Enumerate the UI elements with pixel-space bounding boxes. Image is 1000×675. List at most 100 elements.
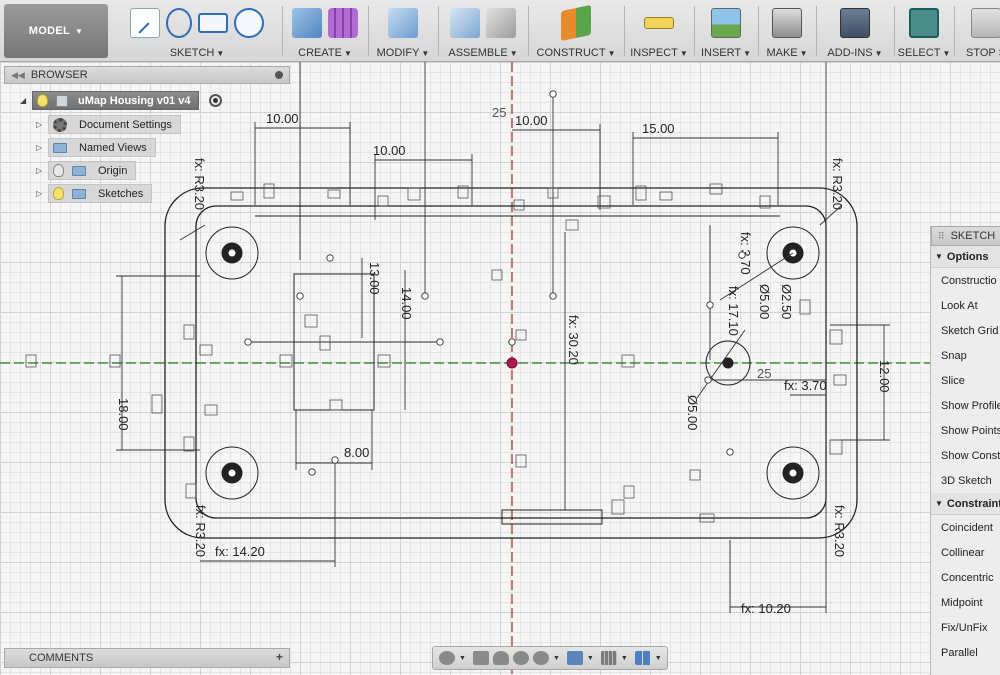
- drag-handle-icon[interactable]: ⠿: [938, 230, 945, 241]
- sketch-menu[interactable]: SKETCH▼: [114, 0, 280, 61]
- browser-item-origin[interactable]: ▷ Origin: [36, 161, 137, 180]
- mount-hole-bottom-right[interactable]: [766, 446, 820, 500]
- palette-option-slice[interactable]: Slice: [931, 368, 1000, 393]
- dimension-label[interactable]: 15.00: [642, 121, 675, 136]
- create-menu[interactable]: CREATE▼: [284, 0, 366, 61]
- browser-header[interactable]: ◀◀ BROWSER: [4, 66, 290, 84]
- expand-right-icon[interactable]: ▷: [36, 189, 43, 198]
- dimension-label[interactable]: 10.00: [515, 113, 548, 128]
- comments-header[interactable]: COMMENTS +: [4, 648, 290, 668]
- offset-plane-icon[interactable]: [561, 4, 591, 42]
- dimension-label[interactable]: fx: R3.20: [830, 158, 845, 210]
- create-sketch-icon[interactable]: [130, 8, 160, 38]
- 3d-print-icon[interactable]: [772, 8, 802, 38]
- rectangle-tool-icon[interactable]: [198, 13, 228, 33]
- dimension-label[interactable]: fx: 14.20: [215, 544, 265, 559]
- browser-item-sketches[interactable]: ▷ Sketches: [36, 184, 153, 203]
- dimension-label[interactable]: fx: R3.20: [192, 158, 207, 210]
- browser-item-named-views[interactable]: ▷ Named Views: [36, 138, 156, 157]
- select-menu[interactable]: SELECT▼: [896, 0, 952, 61]
- center-hole-right[interactable]: [705, 340, 751, 386]
- expand-down-icon[interactable]: ▼: [935, 252, 943, 261]
- select-icon[interactable]: [909, 8, 939, 38]
- dimension-label[interactable]: Ø5.00: [685, 395, 700, 430]
- expand-right-icon[interactable]: ▷: [36, 143, 43, 152]
- insert-image-icon[interactable]: [711, 8, 741, 38]
- chevron-down-icon[interactable]: ▼: [654, 654, 662, 662]
- sketch-canvas[interactable]: 10.00 10.00 10.00 15.00 13.00 14.00 8.00…: [0, 62, 1000, 675]
- options-section-header[interactable]: ▼ Options: [931, 246, 1000, 268]
- add-ins-menu[interactable]: ADD-INS▼: [818, 0, 892, 61]
- constraint-collinear[interactable]: Collinear: [931, 540, 1000, 565]
- new-component-icon[interactable]: [450, 8, 480, 38]
- dimension-label[interactable]: fx: R3.20: [832, 505, 847, 557]
- palette-option-snap[interactable]: Snap: [931, 343, 1000, 368]
- constraint-midpoint[interactable]: Midpoint: [931, 590, 1000, 615]
- palette-option-show-constraints[interactable]: Show Const: [931, 443, 1000, 468]
- chevron-down-icon[interactable]: ▼: [552, 654, 560, 662]
- dimension-label[interactable]: fx: 30.20: [566, 315, 581, 365]
- visibility-bulb-icon[interactable]: [37, 94, 48, 107]
- mount-hole-top-left[interactable]: [205, 226, 259, 280]
- chevron-down-icon[interactable]: ▼: [586, 654, 594, 662]
- chevron-down-icon[interactable]: ▼: [459, 654, 466, 662]
- joint-icon[interactable]: [486, 8, 516, 38]
- dimension-label[interactable]: fx: R3.20: [193, 505, 208, 557]
- palette-option-construction[interactable]: Constructio: [931, 268, 1000, 293]
- dimension-label[interactable]: 25: [757, 366, 771, 381]
- dimension-label[interactable]: 13.00: [367, 262, 382, 295]
- dimension-label[interactable]: 10.00: [266, 111, 299, 126]
- dimension-label[interactable]: fx: 17.10: [726, 286, 741, 336]
- palette-option-look-at[interactable]: Look At: [931, 293, 1000, 318]
- assemble-menu[interactable]: ASSEMBLE▼: [440, 0, 526, 61]
- constraint-concentric[interactable]: Concentric: [931, 565, 1000, 590]
- modify-menu[interactable]: MODIFY▼: [370, 0, 436, 61]
- dimension-label[interactable]: Ø2.50: [779, 284, 794, 319]
- look-at-icon[interactable]: [472, 651, 489, 665]
- inspect-menu[interactable]: INSPECT▼: [626, 0, 692, 61]
- grid-settings-icon[interactable]: [600, 651, 617, 665]
- orbit-icon[interactable]: [439, 651, 455, 665]
- workspace-mode-button[interactable]: MODEL ▼: [4, 4, 108, 58]
- mount-hole-bottom-left[interactable]: [205, 446, 259, 500]
- expand-right-icon[interactable]: ▷: [36, 166, 43, 175]
- construct-menu[interactable]: CONSTRUCT▼: [530, 0, 622, 61]
- dimension-label[interactable]: Ø5.00: [757, 284, 772, 319]
- dimension-label[interactable]: 25: [492, 105, 506, 120]
- palette-option-sketch-grid[interactable]: Sketch Grid: [931, 318, 1000, 343]
- zoom-icon[interactable]: [512, 651, 529, 665]
- display-settings-icon[interactable]: [566, 651, 583, 665]
- zoom-window-icon[interactable]: [532, 651, 549, 665]
- dimension-label[interactable]: 10.00: [373, 143, 406, 158]
- pan-hand-icon[interactable]: [492, 651, 509, 665]
- collapse-icon[interactable]: ◀◀: [11, 69, 25, 80]
- visibility-bulb-icon[interactable]: [53, 164, 64, 177]
- dimension-label[interactable]: fx: 10.20: [741, 601, 791, 616]
- insert-menu[interactable]: INSERT▼: [696, 0, 756, 61]
- extrude-icon[interactable]: [292, 8, 322, 38]
- press-pull-icon[interactable]: [388, 8, 418, 38]
- constraint-coincident[interactable]: Coincident: [931, 515, 1000, 540]
- measure-icon[interactable]: [644, 17, 674, 29]
- dimension-label[interactable]: 18.00: [116, 398, 131, 431]
- line-tool-icon[interactable]: [166, 8, 192, 38]
- add-comment-icon[interactable]: +: [275, 650, 283, 664]
- scripts-icon[interactable]: [840, 8, 870, 38]
- dimension-label[interactable]: fx: 3.70: [784, 378, 827, 393]
- palette-option-show-points[interactable]: Show Points: [931, 418, 1000, 443]
- dimension-label[interactable]: fx: 3.70: [738, 232, 753, 275]
- sketch-palette-header[interactable]: ⠿ SKETCH: [931, 226, 1000, 246]
- constraint-parallel[interactable]: Parallel: [931, 640, 1000, 665]
- circle-tool-icon[interactable]: [234, 8, 264, 38]
- expand-down-icon[interactable]: ▼: [935, 499, 943, 508]
- dimension-label[interactable]: 12.00: [877, 360, 892, 393]
- form-icon[interactable]: [328, 8, 358, 38]
- stop-sketch-menu[interactable]: STOP S: [956, 0, 1000, 61]
- expand-down-icon[interactable]: ◢: [20, 96, 27, 105]
- pin-icon[interactable]: [275, 71, 283, 79]
- dimension-label[interactable]: 14.00: [399, 287, 414, 320]
- constraints-section-header[interactable]: ▼ Constraint: [931, 493, 1000, 515]
- browser-item-document-settings[interactable]: ▷ Document Settings: [36, 115, 181, 134]
- palette-option-3d-sketch[interactable]: 3D Sketch: [931, 468, 1000, 493]
- browser-root-item[interactable]: ◢ uMap Housing v01 v4: [20, 91, 223, 110]
